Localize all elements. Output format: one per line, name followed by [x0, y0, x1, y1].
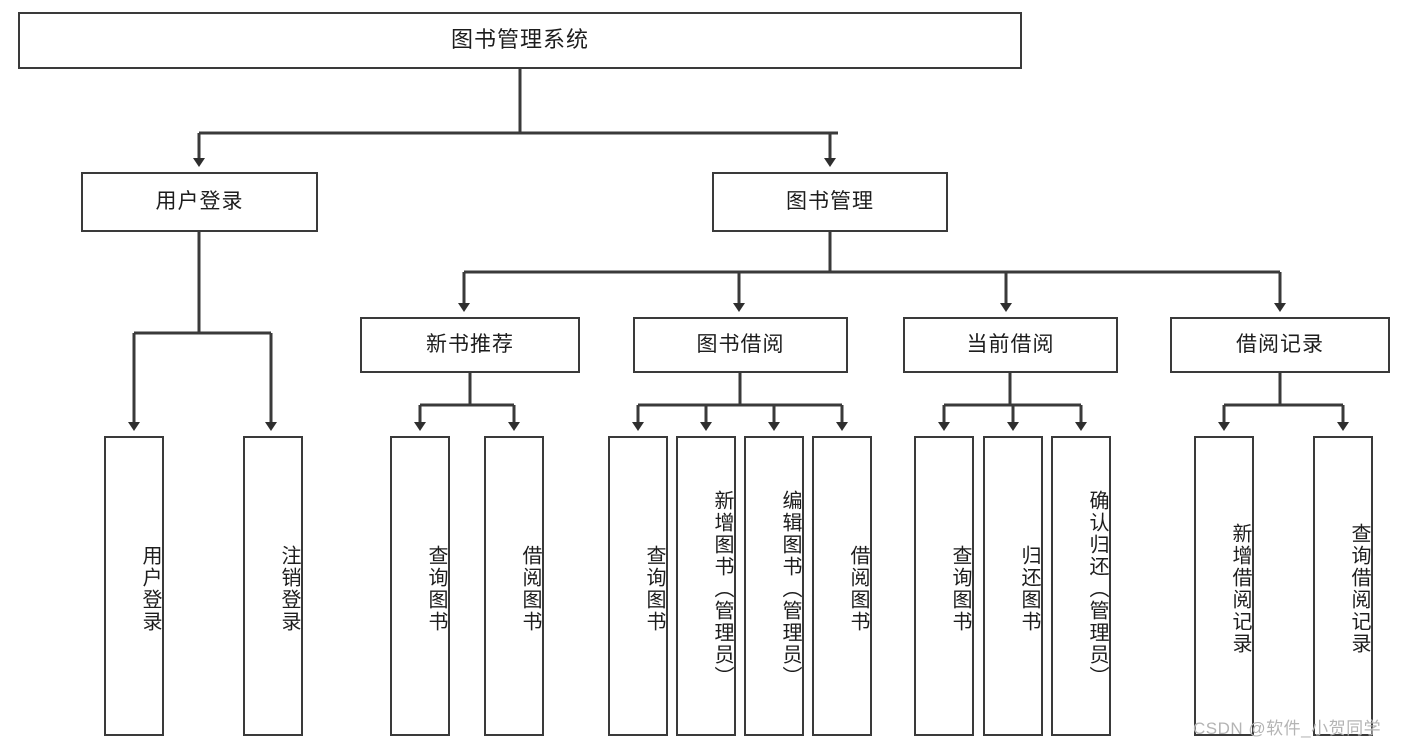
leaf-query-borrow-record-label: 查询借阅记录 — [1348, 523, 1370, 655]
leaf-return-book[interactable]: 归还图书 — [983, 436, 1043, 736]
leaf-query-book-borrowing-label: 查询图书 — [643, 545, 665, 633]
leaf-query-borrow-record[interactable]: 查询借阅记录 — [1313, 436, 1373, 736]
leaf-add-borrow-record-label: 新增借阅记录 — [1229, 523, 1251, 655]
node-book-management[interactable]: 图书管理 — [712, 172, 948, 232]
node-root[interactable]: 图书管理系统 — [18, 12, 1022, 69]
node-current-borrowing-label: 当前借阅 — [966, 333, 1055, 357]
leaf-add-book-admin-label: 新增图书（管理员） — [711, 490, 733, 688]
leaf-query-book-current[interactable]: 查询图书 — [914, 436, 974, 736]
watermark-text: CSDN @软件_小贺同学 — [1193, 719, 1382, 738]
leaf-logout-label: 注销登录 — [278, 545, 300, 633]
leaf-borrow-book-recommend-label: 借阅图书 — [519, 545, 541, 633]
node-new-book-recommendation[interactable]: 新书推荐 — [360, 317, 580, 373]
leaf-edit-book-admin-label: 编辑图书（管理员） — [779, 490, 801, 688]
node-borrow-records[interactable]: 借阅记录 — [1170, 317, 1390, 373]
leaf-borrow-book-label: 借阅图书 — [847, 545, 869, 633]
leaf-add-borrow-record[interactable]: 新增借阅记录 — [1194, 436, 1254, 736]
leaf-query-book-borrowing[interactable]: 查询图书 — [608, 436, 668, 736]
node-book-borrowing[interactable]: 图书借阅 — [633, 317, 848, 373]
leaf-query-book-recommend-label: 查询图书 — [425, 545, 447, 633]
node-user-login[interactable]: 用户登录 — [81, 172, 318, 232]
leaf-confirm-return-admin[interactable]: 确认归还（管理员） — [1051, 436, 1111, 736]
leaf-user-login-label: 用户登录 — [139, 545, 161, 633]
leaf-borrow-book-recommend[interactable]: 借阅图书 — [484, 436, 544, 736]
node-user-login-label: 用户登录 — [155, 190, 244, 214]
leaf-query-book-recommend[interactable]: 查询图书 — [390, 436, 450, 736]
leaf-confirm-return-admin-label: 确认归还（管理员） — [1086, 490, 1108, 688]
node-book-management-label: 图书管理 — [786, 190, 874, 214]
leaf-query-book-current-label: 查询图书 — [949, 545, 971, 633]
leaf-add-book-admin[interactable]: 新增图书（管理员） — [676, 436, 736, 736]
node-borrow-records-label: 借阅记录 — [1236, 333, 1324, 357]
leaf-return-book-label: 归还图书 — [1018, 545, 1040, 633]
node-new-book-recommendation-label: 新书推荐 — [426, 333, 514, 357]
leaf-user-login[interactable]: 用户登录 — [104, 436, 164, 736]
node-book-borrowing-label: 图书借阅 — [696, 333, 785, 357]
leaf-logout[interactable]: 注销登录 — [243, 436, 303, 736]
node-root-label: 图书管理系统 — [450, 27, 589, 53]
node-current-borrowing[interactable]: 当前借阅 — [903, 317, 1118, 373]
leaf-borrow-book[interactable]: 借阅图书 — [812, 436, 872, 736]
leaf-edit-book-admin[interactable]: 编辑图书（管理员） — [744, 436, 804, 736]
